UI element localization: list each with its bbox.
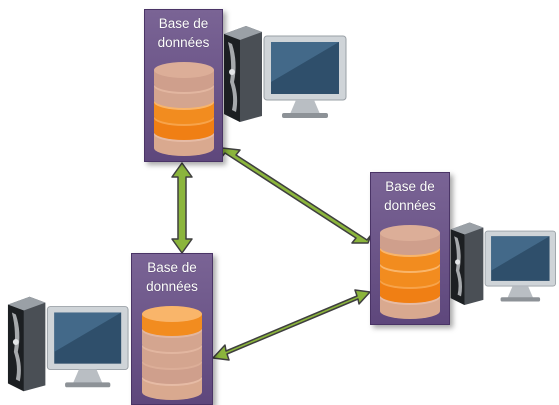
computer-icon	[450, 222, 556, 305]
node-label: Base de données	[157, 16, 210, 50]
database-icon	[380, 225, 440, 319]
database-node-right: Base de données	[370, 172, 450, 325]
database-icon	[142, 306, 202, 400]
node-label: Base de données	[384, 179, 436, 213]
arrow-bottom-right-icon	[212, 289, 371, 361]
computer-icon	[224, 26, 347, 122]
database-node-bottom: Base de données	[131, 253, 213, 405]
computer-icon	[7, 296, 129, 392]
database-icon	[154, 62, 214, 156]
arrow-top-bottom-icon	[171, 162, 193, 254]
database-node-top: Base de données	[144, 9, 223, 162]
arrow-top-right-icon	[220, 147, 372, 244]
node-label: Base de données	[146, 260, 198, 294]
